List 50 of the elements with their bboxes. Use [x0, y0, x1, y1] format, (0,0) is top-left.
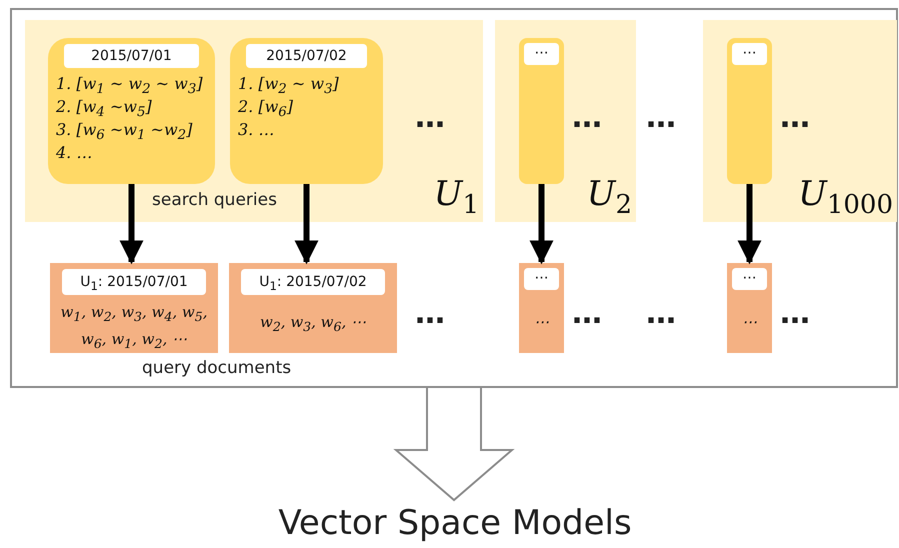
- ellipsis: …: [780, 100, 810, 135]
- query-item: 4. …: [56, 143, 92, 162]
- user-label: U$_{1}$: [434, 174, 479, 220]
- date-tag: ⋯: [732, 43, 767, 65]
- word-list: ⋯: [727, 311, 772, 333]
- date-tag: 2015/07/01: [64, 44, 199, 68]
- arrow: [294, 184, 318, 264]
- ellipsis: …: [572, 100, 602, 135]
- query-item: 2. [w$_{6}$]: [238, 97, 294, 120]
- query-item: 3. [w$_{6}$ ~w$_{1}$ ~w$_{2}$]: [56, 120, 192, 144]
- arrow: [530, 184, 554, 264]
- document-tag: U$_{1}$: 2015/07/02: [241, 269, 385, 295]
- date-tag: 2015/07/02: [246, 44, 367, 68]
- document-card: [519, 263, 564, 353]
- word-list: ⋯: [519, 311, 564, 333]
- ellipsis: …: [415, 100, 445, 135]
- user-label: U$_{2}$: [586, 174, 632, 220]
- block-arrow: [393, 387, 515, 502]
- query-item: 3. …: [238, 120, 274, 139]
- date-tag: ⋯: [524, 43, 559, 65]
- ellipsis: …: [780, 296, 810, 331]
- document-card: [727, 263, 772, 353]
- query-item: 1. [w$_{1}$ ~ w$_{2}$ ~ w$_{3}$]: [56, 74, 203, 98]
- query-card: [519, 38, 564, 184]
- group-caption: search queries: [152, 190, 277, 210]
- user-panel: [495, 20, 636, 222]
- query-card: [727, 38, 772, 184]
- document-card: [229, 263, 397, 353]
- user-panel: [703, 20, 897, 222]
- outer-frame: [10, 8, 898, 388]
- document-tag: ⋯: [524, 268, 559, 290]
- word-list: w$_{2}$, w$_{3}$, w$_{6}$, ⋯: [233, 311, 393, 338]
- user-label: U$_{1000}$: [798, 174, 893, 220]
- result-title: Vector Space Models: [255, 500, 655, 546]
- query-card: [230, 38, 383, 184]
- group-caption: query documents: [142, 358, 292, 378]
- query-item: 1. [w$_{2}$ ~ w$_{3}$]: [238, 74, 339, 98]
- query-card: [48, 38, 215, 184]
- query-item: 2. [w$_{4}$ ~w$_{5}$]: [56, 97, 152, 120]
- user-panel: [25, 20, 483, 222]
- word-list: w$_{1}$, w$_{2}$, w$_{3}$, w$_{4}$, w$_{5}$, w$_{6}$, w$_{1}$, w$_{2}$, ⋯: [54, 301, 214, 355]
- arrow: [120, 184, 144, 264]
- ellipsis: …: [646, 100, 676, 135]
- document-tag: ⋯: [732, 268, 767, 290]
- ellipsis: …: [646, 296, 676, 331]
- ellipsis: …: [415, 296, 445, 331]
- document-tag: U$_{1}$: 2015/07/01: [62, 269, 206, 295]
- ellipsis: …: [572, 296, 602, 331]
- arrow: [738, 184, 762, 264]
- document-card: [50, 263, 218, 353]
